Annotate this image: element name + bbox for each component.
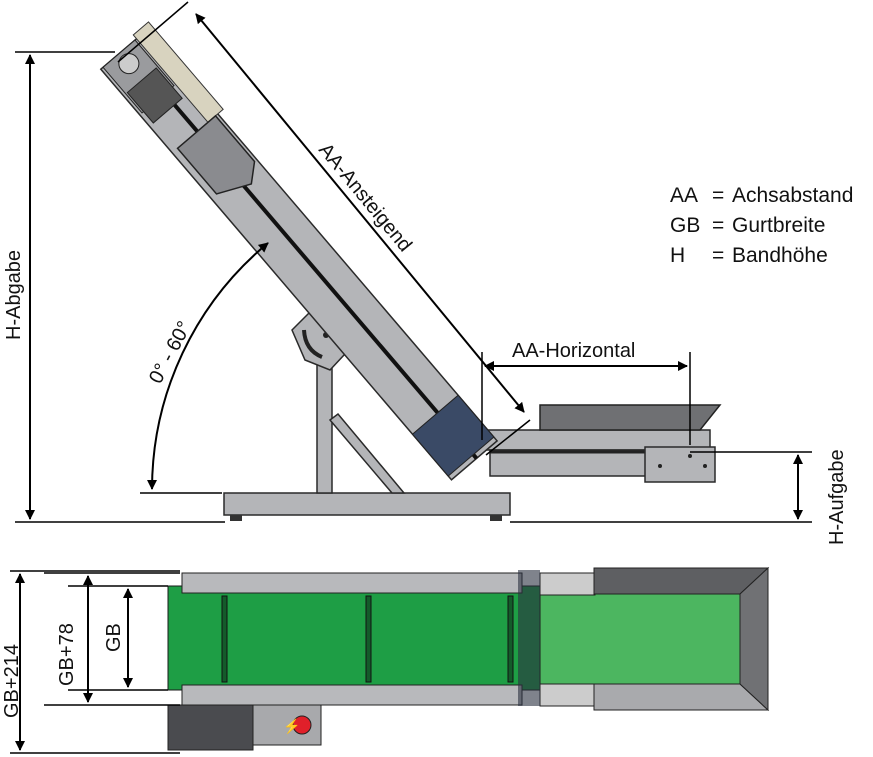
legend-abbr-aa: AA [670,184,698,207]
aa-ansteigend-dimension [195,13,525,413]
side-view: H-Abgabe 0° - 60° AA-Ansteigend AA-Horiz… [3,1,848,545]
side-rail-bottom [181,684,523,706]
h-aufgabe-label: H-Aufgabe [826,449,848,545]
drive-pulley [118,53,140,75]
hopper-bottom [593,683,770,711]
angle-label: 0° - 60° [145,318,196,388]
legend-meaning-aa: Achsabstand [732,184,853,207]
bend-housing [411,394,495,477]
inclined-section [99,21,499,481]
aa-horizontal-label: AA-Horizontal [512,340,635,362]
legend-eq: = [712,214,724,237]
gb78-label: GB+78 [56,623,78,686]
top-view: ⚡ GB+214 GB+78 GB [1,566,770,754]
legend-eq: = [712,244,724,267]
emergency-stop-button [292,715,312,735]
belt-horizontal [539,593,741,685]
legend: AA = Achsabstand GB = Gurtbreite H = Ban… [670,184,853,267]
gb214-label: GB+214 [1,644,23,718]
support-strut [328,412,406,494]
drive-motor-top [167,704,254,751]
legend-meaning-h: Bandhöhe [732,244,828,267]
aa-ansteigend-label: AA-Ansteigend [314,139,416,256]
h-abgabe-label: H-Abgabe [3,250,25,340]
motor [126,67,183,124]
foot-right [490,515,502,521]
hopper-top [593,567,770,595]
legend-abbr-h: H [670,244,685,267]
legend-abbr-gb: GB [670,214,700,237]
side-rail-top [181,572,523,594]
hopper-side [539,404,722,431]
belt-inclined [167,585,541,691]
lightning-icon: ⚡ [283,718,300,735]
base-frame [223,492,511,516]
legend-eq: = [712,184,724,207]
support-column [316,359,333,494]
legend-meaning-gb: Gurtbreite [732,214,825,237]
tail-end-plate [644,446,716,483]
gb-label: GB [103,623,125,652]
foot-left [230,515,242,521]
